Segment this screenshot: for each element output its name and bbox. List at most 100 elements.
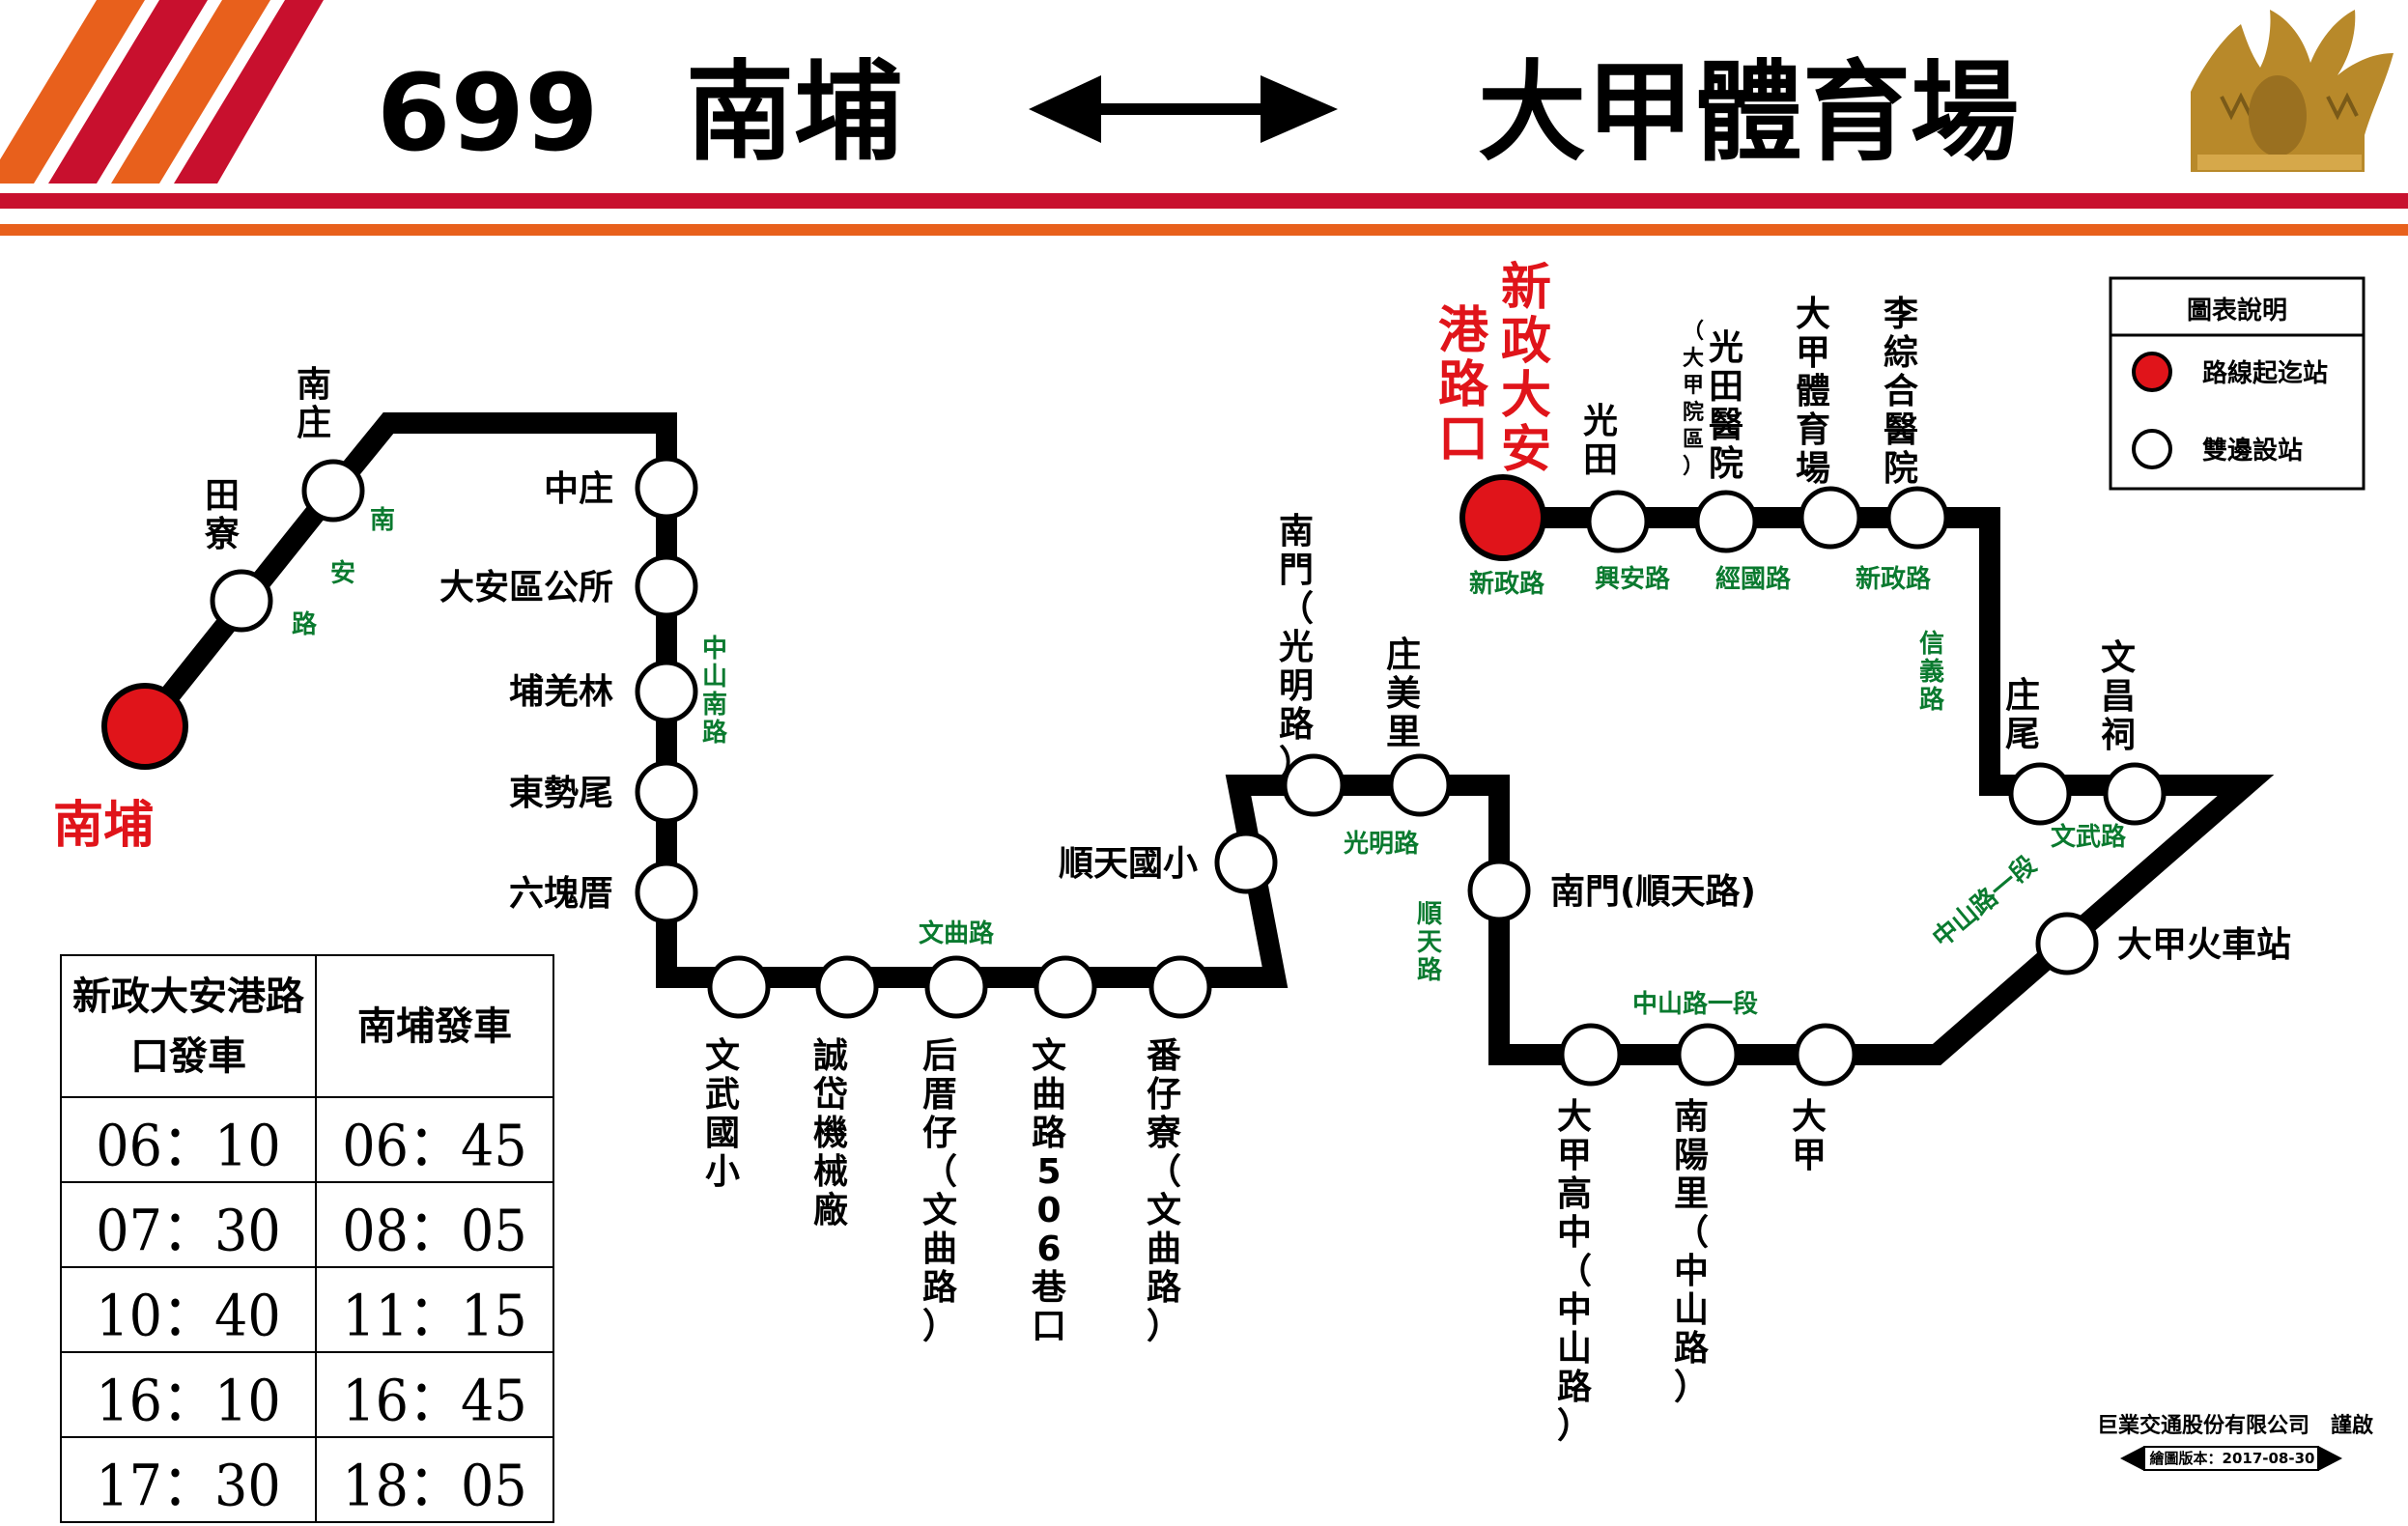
table-cell: 06：45: [315, 1091, 554, 1188]
timetable: 新政大安港路口發車 南埔發車 06：10 06：45 07：30 08：05 1…: [60, 954, 554, 1526]
station-label-zhongzhuang: 中庄: [544, 469, 613, 509]
station-label-dajia-high: 大甲高中（中山路）: [1557, 1097, 1593, 1446]
road-label-wenqu: 文曲路: [919, 918, 995, 948]
stop-circle-dajia-station[interactable]: [2035, 912, 2099, 975]
svg-text:港路口: 港路口: [1438, 302, 1489, 468]
road-label-nanan-1: 南: [370, 506, 395, 535]
table-row: 10：40 11：15: [60, 1261, 554, 1358]
stop-circle-nanyangli[interactable]: [1676, 1023, 1740, 1087]
table-cell: 11：15: [315, 1261, 554, 1358]
table-row: 17：30 18：05: [60, 1431, 554, 1526]
table-row: 06：10 06：45: [60, 1091, 554, 1188]
road-label-zhongshan-1-diag: 中山路一段: [1927, 850, 2043, 953]
stop-circle-chengdai-factory[interactable]: [815, 955, 879, 1019]
stop-circle-li-hospital[interactable]: [1885, 486, 1949, 550]
stop-circle-houcuozi[interactable]: [924, 955, 988, 1019]
station-label-nanzhuang: 南庄: [297, 365, 331, 443]
table-row: 07：30 08：05: [60, 1176, 554, 1273]
station-label-houcuozi: 后厝仔（文曲路）: [922, 1036, 958, 1346]
station-label-wenwu-elementary: 文武國小: [705, 1036, 740, 1192]
station-label-nanmen-shuntian: 南門(順天路): [1550, 872, 1756, 912]
timetable-header-xinzheng: 新政大安港路口發車: [60, 954, 317, 1098]
road-label-shuntian: 順天路: [1417, 900, 1443, 985]
station-sublabel-guangtian-branch: （大甲院區）: [1683, 320, 1704, 479]
stop-circle-dajia-high[interactable]: [1559, 1023, 1623, 1087]
stop-circle-fanziliao[interactable]: [1148, 955, 1212, 1019]
table-row: 16：10 16：45: [60, 1346, 554, 1443]
stop-circle-dajia[interactable]: [1794, 1023, 1857, 1087]
stop-circle-wenchangci[interactable]: [2103, 762, 2167, 826]
road-label-xinzheng-1: 新政路: [1469, 569, 1545, 599]
terminal-circle-xinzheng[interactable]: [1459, 474, 1546, 561]
station-label-li-hospital: 李綜合醫院: [1884, 295, 1918, 489]
table-cell: 06：10: [60, 1091, 317, 1188]
stop-circle-zhuangwei[interactable]: [2008, 762, 2072, 826]
station-label-shuntian-elementary: 順天國小: [1059, 844, 1198, 884]
road-label-xinzheng-2: 新政路: [1856, 564, 1932, 594]
drawing-version: 繪圖版本：2017-08-30: [2149, 1450, 2315, 1467]
table-cell: 18：05: [315, 1431, 554, 1526]
header-origin: 南埔: [686, 50, 902, 176]
route-number: 699: [377, 51, 599, 175]
stop-circle-dongshiwei[interactable]: [635, 760, 698, 824]
stop-circle-tianliao[interactable]: [210, 569, 273, 633]
legend-terminal-swatch: [2132, 352, 2172, 392]
terminal-label-nanpu: 南埔: [53, 797, 154, 855]
header-destination: 大甲體育場: [1478, 50, 2019, 176]
stop-circle-liukuaicuo[interactable]: [635, 861, 698, 924]
corner-stripes-icon: [0, 0, 324, 184]
station-label-dajia-stadium: 大甲體育場: [1796, 295, 1830, 489]
terminal-circle-nanpu[interactable]: [101, 683, 188, 770]
stop-circle-guangtian[interactable]: [1586, 490, 1650, 553]
stop-circle-puqianglin[interactable]: [635, 660, 698, 723]
legend-title: 圖表說明: [2187, 296, 2287, 325]
stop-circle-nanzhuang[interactable]: [301, 459, 365, 523]
station-label-tianliao: 田寮: [204, 476, 240, 554]
header-rule-red: [0, 193, 2408, 209]
road-label-jingguo: 經國路: [1715, 564, 1792, 594]
table-cell: 07：30: [60, 1176, 317, 1273]
table-cell: 16：10: [60, 1346, 317, 1443]
company-credit: 巨業交通股份有限公司 謹啟: [2096, 1414, 2373, 1438]
stop-circle-dajia-stadium[interactable]: [1799, 486, 1862, 550]
timetable-header-nanpu: 南埔發車: [315, 954, 554, 1098]
header-rule-orange: [0, 224, 2408, 236]
station-label-wenchangci: 文昌祠: [2101, 638, 2136, 755]
stop-circle-nanmen-shuntian[interactable]: [1467, 859, 1531, 922]
station-label-zhuangmeili: 庄美里: [1386, 636, 1421, 752]
stop-circle-wenqu-506[interactable]: [1034, 955, 1097, 1019]
table-cell: 17：30: [60, 1431, 317, 1526]
legend: 圖表說明 路線起迄站 雙邊設站: [2109, 276, 2366, 491]
road-label-zhongshan-1: 中山路一段: [1632, 989, 1758, 1019]
road-label-nanan-3: 路: [292, 609, 318, 639]
station-label-nanyangli: 南陽里（中山路）: [1674, 1097, 1710, 1407]
version-frame: [2120, 1446, 2342, 1471]
road-label-xingan: 興安路: [1595, 564, 1671, 594]
station-label-daan-district-office: 大安區公所: [439, 568, 613, 608]
svg-text:新政大安: 新政大安: [1501, 259, 1551, 479]
station-label-zhuangwei: 庄尾: [2005, 676, 2040, 754]
station-label-fanziliao: 番仔寮（文曲路）: [1146, 1036, 1182, 1346]
legend-terminal-label: 路線起迄站: [2202, 358, 2328, 388]
legend-stop-label: 雙邊設站: [2202, 436, 2303, 466]
terminal-label-xinzheng: 新政大安 港路口: [1438, 259, 1551, 479]
stop-circle-daan-district-office[interactable]: [635, 554, 698, 618]
stop-circle-nanmen-guangming[interactable]: [1282, 753, 1346, 817]
station-label-dongshiwei: 東勢尾: [509, 774, 613, 813]
table-cell: 08：05: [315, 1176, 554, 1273]
station-label-guangtian-hospital: 光田醫院: [1709, 328, 1743, 484]
station-label-chengdai-factory: 誠岱機械廠: [812, 1036, 848, 1230]
stop-circle-zhongzhuang[interactable]: [635, 456, 698, 520]
stop-circle-zhuangmeili[interactable]: [1388, 753, 1452, 817]
road-label-guangming: 光明路: [1343, 829, 1420, 859]
stop-circle-wenwu-elementary[interactable]: [707, 955, 771, 1019]
station-label-dajia: 大甲: [1792, 1097, 1827, 1175]
golden-eagle-emblem-icon: [2191, 10, 2394, 172]
stop-circle-guangtian-hospital[interactable]: [1694, 490, 1758, 553]
station-label-dajia-station: 大甲火車站: [2117, 925, 2291, 965]
station-label-puqianglin: 埔羌林: [509, 672, 613, 712]
station-label-guangtian: 光田: [1583, 402, 1618, 480]
road-label-xinyi: 信義路: [1919, 630, 1945, 715]
stop-circle-shuntian-elementary[interactable]: [1214, 831, 1278, 894]
